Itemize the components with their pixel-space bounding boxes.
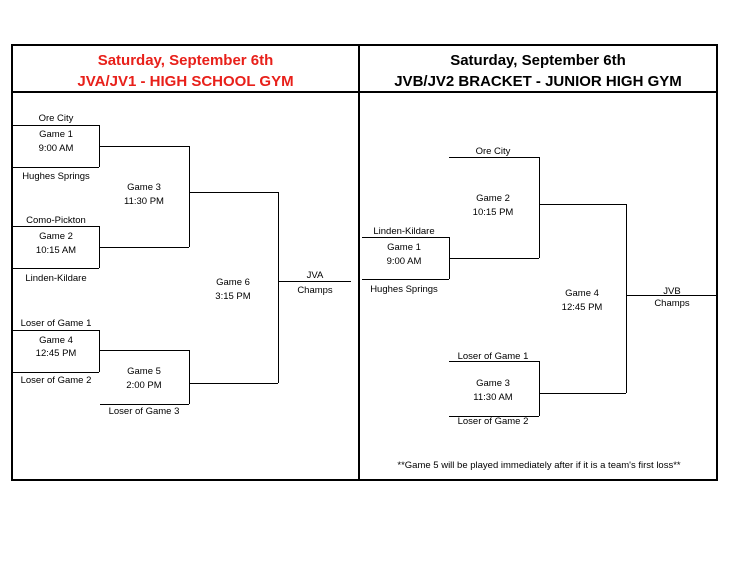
left-g5-name: Game 5 bbox=[127, 366, 161, 377]
left-g4-right-line bbox=[99, 330, 100, 372]
left-g4-bottom-line bbox=[13, 372, 99, 373]
left-team-loser-game1: Loser of Game 1 bbox=[20, 318, 92, 329]
left-g1-time: 9:00 AM bbox=[38, 143, 74, 154]
left-g6-time: 3:15 PM bbox=[215, 291, 251, 302]
right-g4-time: 12:45 PM bbox=[561, 302, 603, 313]
left-bracket-header: Saturday, September 6th JVA/JV1 - HIGH S… bbox=[13, 50, 358, 92]
left-champ-line1: JVA bbox=[306, 270, 324, 281]
left-g2-time: 10:15 AM bbox=[35, 245, 77, 256]
right-g2-time: 10:15 PM bbox=[472, 207, 514, 218]
right-g2-name: Game 2 bbox=[476, 193, 510, 204]
right-g1-time: 9:00 AM bbox=[386, 256, 422, 267]
right-g3-right-line bbox=[539, 361, 540, 416]
left-g3-bottom-line bbox=[99, 247, 189, 248]
right-g4-top-line bbox=[539, 204, 626, 205]
header-divider bbox=[11, 91, 718, 93]
left-g3-name: Game 3 bbox=[127, 182, 161, 193]
left-g4-name: Game 4 bbox=[39, 335, 73, 346]
left-g1-name: Game 1 bbox=[39, 129, 73, 140]
right-team-loser-game2: Loser of Game 2 bbox=[457, 416, 529, 427]
right-team-ore-city: Ore City bbox=[475, 146, 511, 157]
right-g2-right-line bbox=[539, 157, 540, 258]
right-g4-right-line bbox=[626, 204, 627, 393]
left-g5-top-line bbox=[99, 350, 189, 351]
left-g4-top-line bbox=[13, 330, 99, 331]
right-g1-top-line bbox=[362, 237, 449, 238]
left-g2-top-line bbox=[13, 226, 99, 227]
left-team-como-pickton: Como-Pickton bbox=[26, 215, 86, 226]
left-champ-line bbox=[278, 281, 351, 282]
right-bracket-title: JVB/JV2 BRACKET - JUNIOR HIGH GYM bbox=[394, 73, 682, 90]
left-g5-time: 2:00 PM bbox=[126, 380, 162, 391]
left-team-hughes-springs: Hughes Springs bbox=[22, 171, 90, 182]
right-team-hughes-springs: Hughes Springs bbox=[370, 284, 438, 295]
right-g3-time: 11:30 AM bbox=[473, 392, 513, 403]
right-g3-name: Game 3 bbox=[476, 378, 510, 389]
left-g5-right-line bbox=[189, 350, 190, 404]
right-champ-line bbox=[626, 295, 716, 296]
right-champ-line1: JVB bbox=[663, 286, 681, 297]
right-g4-name: Game 4 bbox=[565, 288, 599, 299]
right-team-linden-kildare: Linden-Kildare bbox=[373, 226, 435, 237]
left-g6-right-line bbox=[278, 192, 279, 383]
left-team-loser-game2: Loser of Game 2 bbox=[20, 375, 92, 386]
left-bracket-date: Saturday, September 6th bbox=[97, 52, 274, 69]
left-g2-name: Game 2 bbox=[39, 231, 73, 242]
left-g6-bottom-line bbox=[189, 383, 278, 384]
bracket-frame bbox=[11, 44, 718, 481]
right-g2-bottom-line bbox=[449, 258, 539, 259]
left-g2-bottom-line bbox=[13, 268, 99, 269]
right-g3-top-line bbox=[449, 361, 539, 362]
left-g3-time: 11:30 PM bbox=[124, 196, 164, 207]
left-g3-right-line bbox=[189, 146, 190, 247]
right-g4-bottom-line bbox=[539, 393, 626, 394]
right-champ-line2: Champs bbox=[654, 298, 690, 309]
left-g6-top-line bbox=[189, 192, 278, 193]
left-g3-top-line bbox=[99, 146, 189, 147]
right-g1-right-line bbox=[449, 237, 450, 279]
right-footnote: **Game 5 will be played immediately afte… bbox=[397, 460, 681, 471]
right-g3-bottom-line bbox=[449, 416, 539, 417]
right-bracket-date: Saturday, September 6th bbox=[450, 52, 626, 69]
left-g1-top-line bbox=[13, 125, 99, 126]
left-g6-name: Game 6 bbox=[216, 277, 250, 288]
left-bracket-title: JVA/JV1 - HIGH SCHOOL GYM bbox=[77, 73, 294, 90]
right-g2-top-line bbox=[449, 157, 539, 158]
center-divider bbox=[358, 44, 360, 481]
right-g1-bottom-line bbox=[362, 279, 449, 280]
left-g5-bottom-line bbox=[100, 404, 189, 405]
left-team-ore-city: Ore City bbox=[38, 113, 74, 124]
left-g1-bottom-line bbox=[13, 167, 99, 168]
right-g1-name: Game 1 bbox=[387, 242, 421, 253]
right-bracket-header: Saturday, September 6th JVB/JV2 BRACKET … bbox=[360, 50, 716, 92]
left-champ-line2: Champs bbox=[297, 285, 333, 296]
right-team-loser-game1: Loser of Game 1 bbox=[457, 351, 529, 362]
left-team-loser-game3: Loser of Game 3 bbox=[108, 406, 180, 417]
left-g4-time: 12:45 PM bbox=[35, 348, 77, 359]
left-team-linden-kildare: Linden-Kildare bbox=[25, 273, 87, 284]
